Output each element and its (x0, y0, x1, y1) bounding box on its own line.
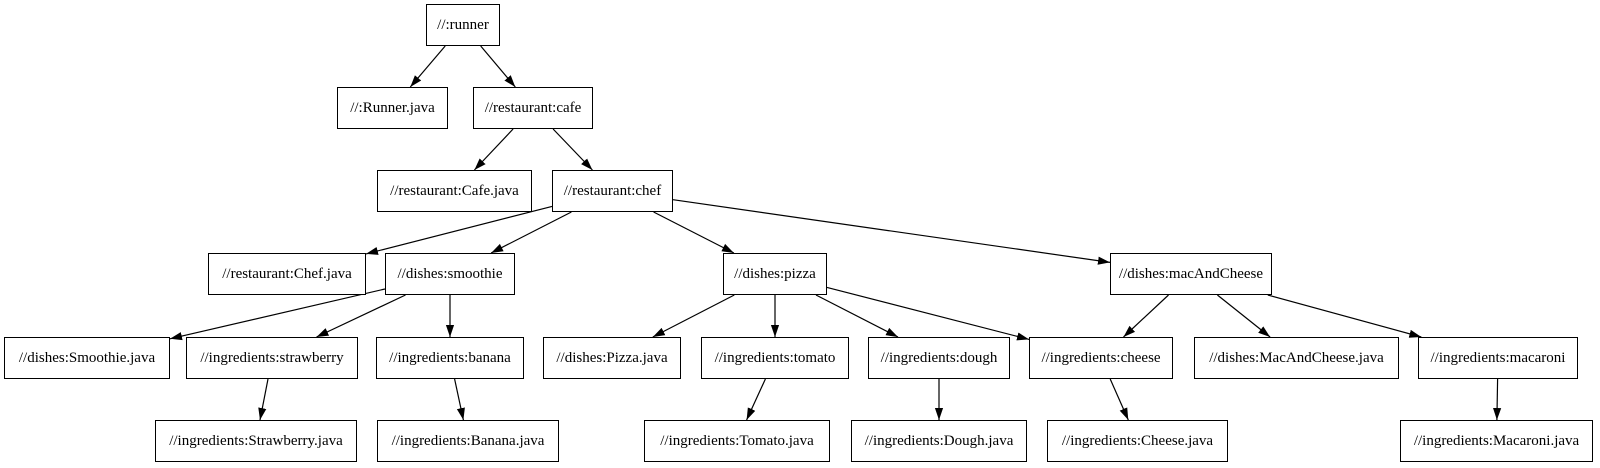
graph-edge-tomato-to-tomato-java (746, 378, 766, 421)
graph-edge-cheese-to-cheese-java (1109, 378, 1129, 421)
graph-edge-mac-and-cheese-to-mac-and-cheese-java (1217, 294, 1271, 338)
graph-edge-runner-to-cafe (480, 45, 516, 88)
graph-node-macaroni: //ingredients:macaroni (1418, 337, 1578, 379)
graph-node-cafe: //restaurant:cafe (473, 87, 593, 129)
graph-node-banana-java: //ingredients:Banana.java (377, 420, 559, 462)
graph-node-pizza-java: //dishes:Pizza.java (543, 337, 681, 379)
graph-edge-runner-to-runner-java (409, 45, 446, 88)
graph-node-mac-and-cheese-java: //dishes:MacAndCheese.java (1194, 337, 1399, 379)
graph-edge-chef-to-chef-java (365, 205, 553, 255)
graph-node-tomato: //ingredients:tomato (701, 337, 849, 379)
graph-edge-chef-to-mac-and-cheese (672, 199, 1111, 265)
graph-node-strawberry: //ingredients:strawberry (186, 337, 358, 379)
graph-edge-chef-to-smoothie (490, 211, 572, 254)
graph-edge-pizza-to-pizza-java (652, 294, 735, 338)
graph-node-smoothie: //dishes:smoothie (385, 253, 515, 295)
graph-node-pizza: //dishes:pizza (723, 253, 827, 295)
graph-edge-pizza-to-cheese (826, 286, 1030, 341)
graph-node-cheese: //ingredients:cheese (1029, 337, 1173, 379)
graph-node-cheese-java: //ingredients:Cheese.java (1047, 420, 1228, 462)
graph-node-cafe-java: //restaurant:Cafe.java (377, 170, 532, 212)
graph-node-dough-java: //ingredients:Dough.java (851, 420, 1027, 462)
graph-edge-mac-and-cheese-to-macaroni (1267, 294, 1422, 338)
graph-edge-cafe-to-chef (552, 128, 593, 171)
graph-node-macaroni-java: //ingredients:Macaroni.java (1400, 420, 1593, 462)
graph-edge-cafe-to-cafe-java (473, 128, 514, 171)
graph-edge-smoothie-to-smoothie-java (169, 288, 386, 341)
graph-edge-mac-and-cheese-to-cheese (1123, 294, 1169, 338)
graph-node-smoothie-java: //dishes:Smoothie.java (4, 337, 170, 379)
graph-node-runner: //:runner (426, 4, 500, 46)
graph-node-chef-java: //restaurant:Chef.java (208, 253, 366, 295)
graph-node-runner-java: //:Runner.java (337, 87, 448, 129)
graph-edge-banana-to-banana-java (454, 378, 465, 421)
graph-edge-smoothie-to-strawberry (316, 294, 406, 338)
graph-edge-pizza-to-dough (815, 294, 899, 338)
graph-node-mac-and-cheese: //dishes:macAndCheese (1110, 253, 1272, 295)
graph-edge-chef-to-pizza (653, 211, 735, 254)
graph-edge-strawberry-to-strawberry-java (258, 378, 269, 421)
graph-edge-macaroni-to-macaroni-java (1493, 378, 1502, 421)
graph-edges (169, 45, 1502, 421)
graph-node-dough: //ingredients:dough (868, 337, 1010, 379)
graph-node-tomato-java: //ingredients:Tomato.java (644, 420, 830, 462)
graph-node-banana: //ingredients:banana (376, 337, 524, 379)
graph-node-chef: //restaurant:chef (552, 170, 673, 212)
graph-node-strawberry-java: //ingredients:Strawberry.java (155, 420, 357, 462)
